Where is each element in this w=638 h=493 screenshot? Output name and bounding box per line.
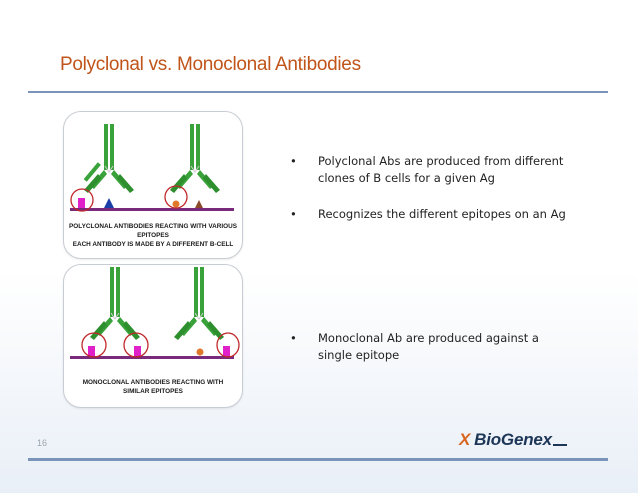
bullet-epitopes: • Recognizes the different epitopes on an… [290,206,590,223]
bullet-marker: • [290,207,297,221]
bullet-marker: • [290,154,297,168]
monoclonal-diagram [70,267,240,359]
page-number: 16 [37,438,48,448]
logo-x-icon: X [459,430,471,449]
antibody-2 [170,124,220,193]
footer-divider [28,458,608,461]
logo-text: BioGenex [474,430,552,449]
monoclonal-caption-2: SIMILAR EPITOPES [123,388,183,395]
epitope-magenta [88,346,95,356]
bullet-text: Monoclonal Ab are produced against a sin… [318,331,539,362]
epitope-orange [196,348,204,356]
polyclonal-figure: POLYCLONAL ANTIBODIES REACTING WITH VARI… [63,111,243,259]
logo-underline [552,444,567,446]
bullet-marker: • [290,331,297,345]
epitope-brown [195,200,203,208]
bullet-polyclonal: • Polyclonal Abs are produced from differ… [290,153,590,187]
binding-circle [70,188,94,212]
binding-circle [216,332,240,358]
title-divider [28,91,608,93]
antibody-1 [83,124,134,193]
binding-circle [164,185,188,209]
monoclonal-figure: MONOCLONAL ANTIBODIES REACTING WITH SIMI… [63,264,243,408]
antibody-1 [90,267,140,340]
epitope-magenta [78,198,85,208]
antigen-bar [70,208,234,211]
bullet-text: Polyclonal Abs are produced from differe… [318,154,564,185]
antibody-2 [174,267,224,340]
epitope-triangle [104,198,114,208]
epitope-orange [172,200,180,208]
antigen-bar [70,356,234,359]
monoclonal-caption-1: MONOCLONAL ANTIBODIES REACTING WITH [82,379,224,386]
epitope-magenta [134,346,141,356]
polyclonal-caption-2: EPITOPES [137,232,169,239]
binding-circle [81,332,107,358]
polyclonal-caption-1: POLYCLONAL ANTIBODIES REACTING WITH VARI… [69,223,237,230]
polyclonal-caption-3: EACH ANTIBODY IS MADE BY A DIFFERENT B-C… [72,241,234,248]
slide-title: Polyclonal vs. Monoclonal Antibodies [60,54,361,75]
epitope-magenta [223,346,230,356]
polyclonal-diagram [70,124,234,212]
bullet-monoclonal: • Monoclonal Ab are produced against a si… [290,330,560,364]
bullet-text: Recognizes the different epitopes on an … [318,207,566,221]
binding-circle [123,332,149,358]
